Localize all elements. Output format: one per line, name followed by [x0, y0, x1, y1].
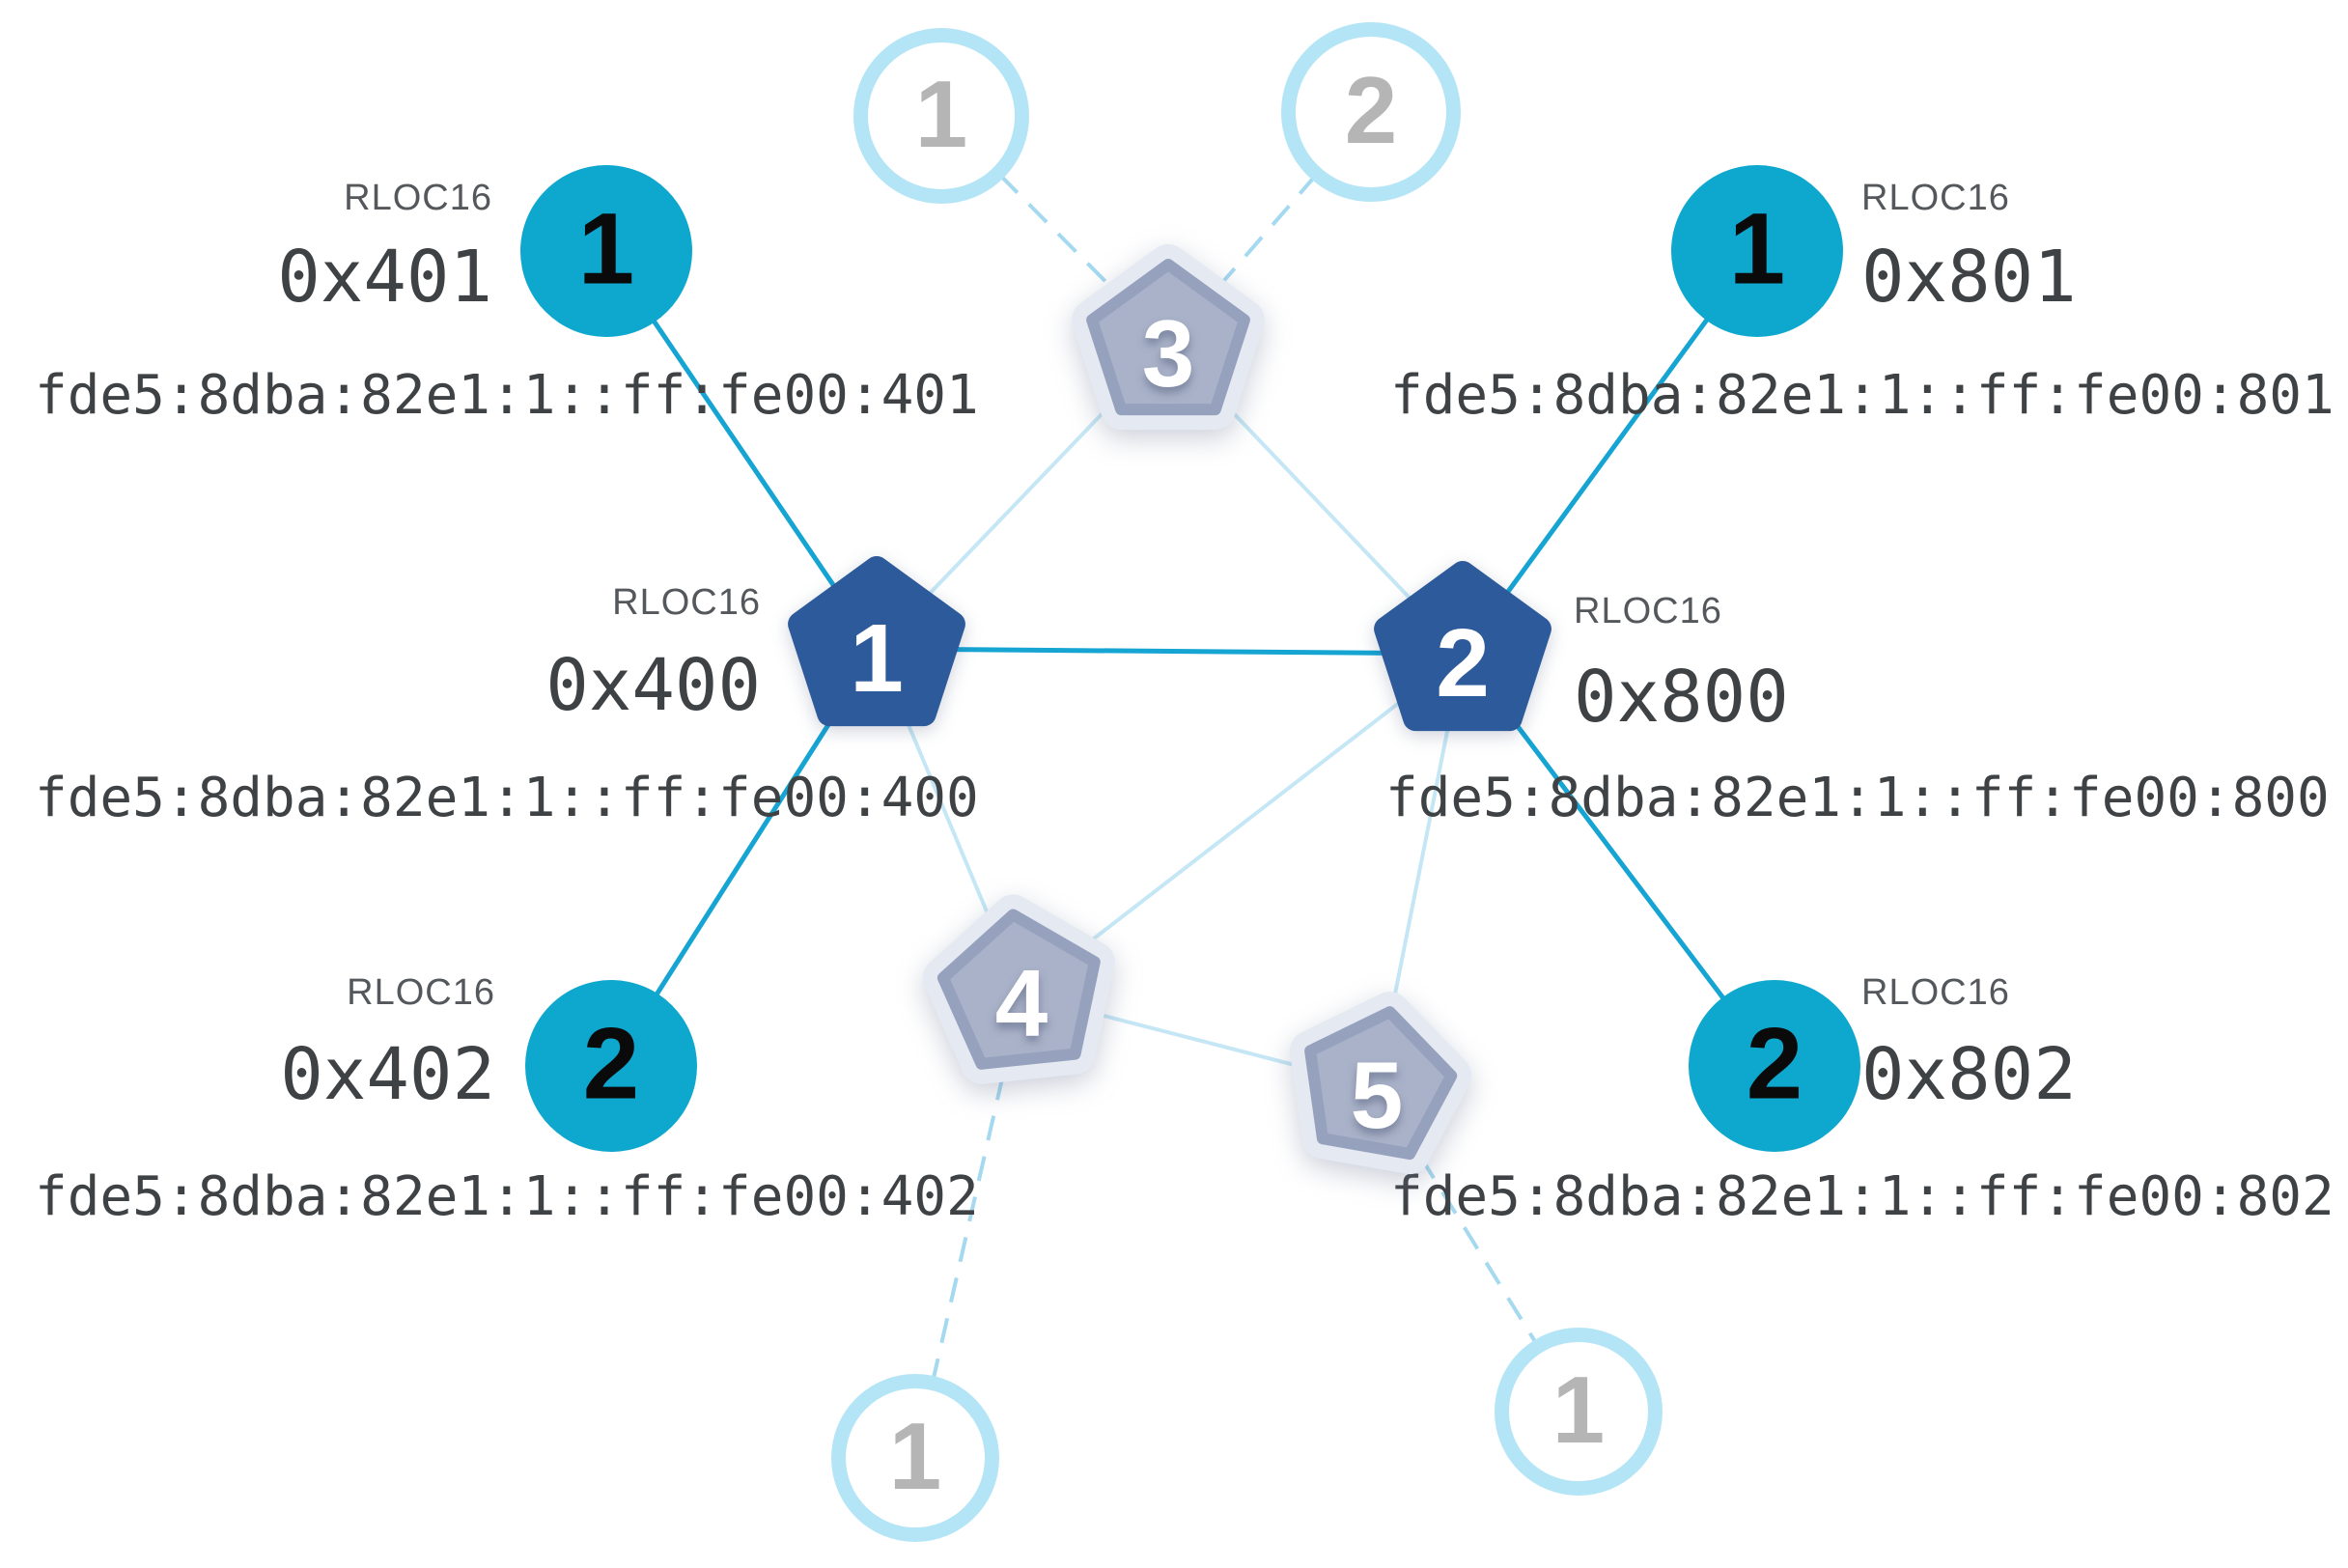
- link-router-3--router-1: [875, 343, 1170, 651]
- link-child-402--router-1: [608, 647, 880, 1068]
- link-router-2--router-4: [1020, 652, 1465, 996]
- link-ghost-child-1-top--router-3: [939, 114, 1170, 347]
- link-router-5--ghost-child-2-bottom: [1375, 1084, 1580, 1414]
- link-child-802--router-2: [1461, 652, 1776, 1068]
- link-router-2--router-5: [1375, 653, 1465, 1087]
- link-router-1--router-4: [875, 648, 1023, 995]
- link-child-801--router-2: [1460, 249, 1760, 656]
- link-router-4--ghost-child-1-bottom: [913, 994, 1023, 1459]
- link-ghost-child-2-top--router-3: [1166, 110, 1373, 347]
- link-router-4--router-5: [1020, 993, 1378, 1088]
- link-child-401--router-1: [603, 249, 880, 651]
- link-router-3--router-2: [1166, 343, 1465, 656]
- link-router-1--router-2: [876, 646, 1464, 657]
